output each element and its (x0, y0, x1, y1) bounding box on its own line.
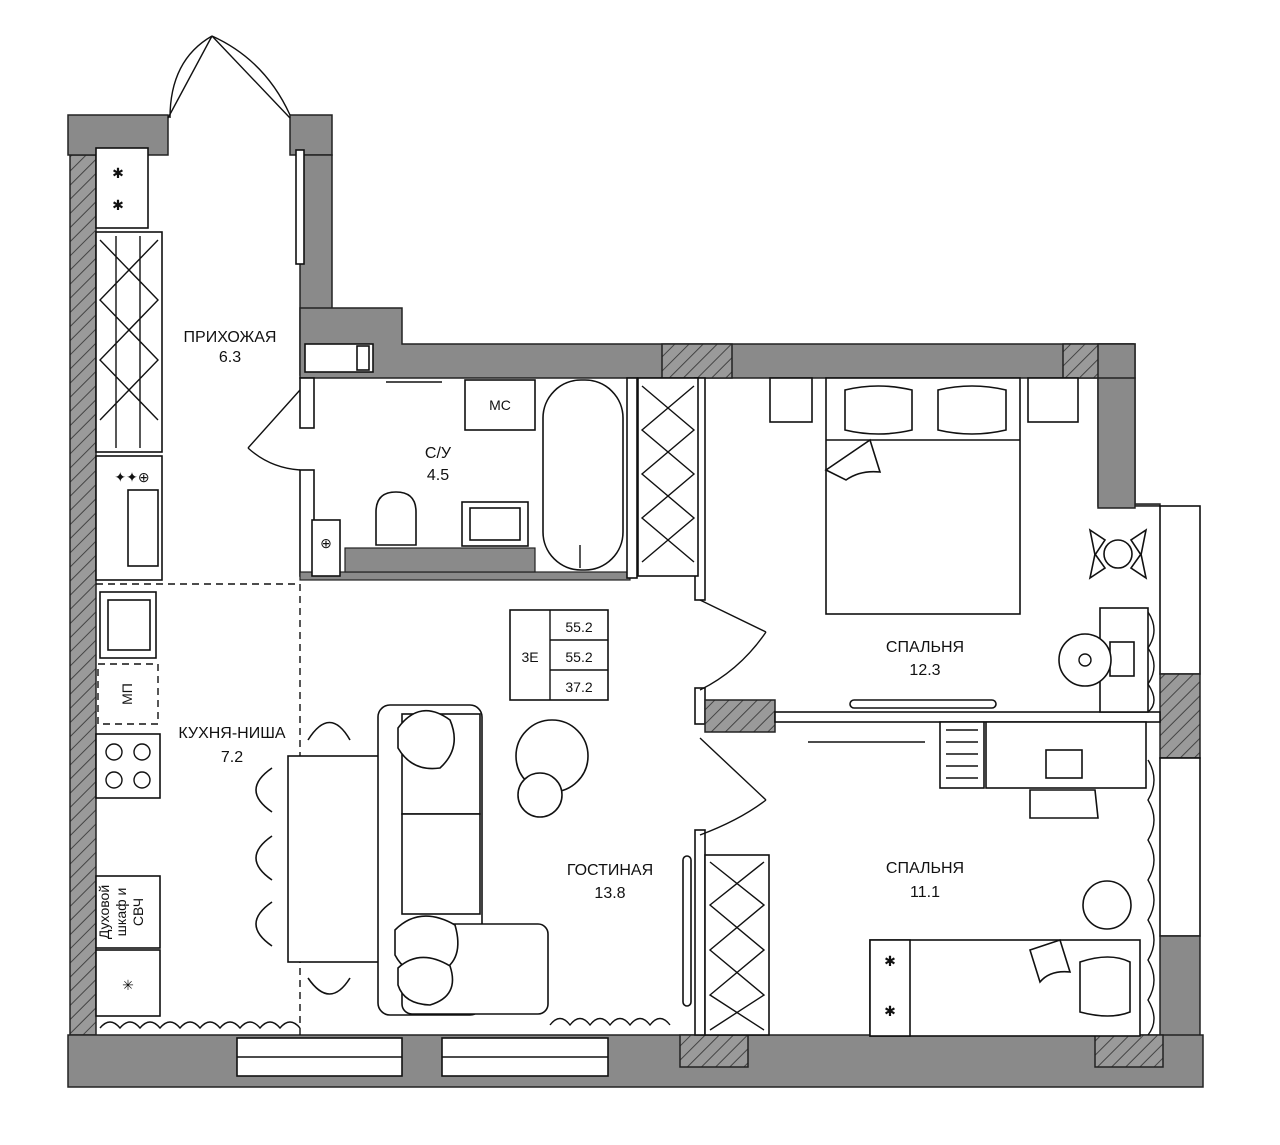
bathroom-area: 4.5 (427, 467, 449, 484)
outer-walls (67, 114, 1204, 1088)
apartment-type: 3Е (521, 649, 538, 665)
plant-icon (1088, 528, 1148, 580)
interior-doors (247, 389, 767, 836)
svg-text:✳: ✳ (122, 977, 134, 993)
svg-text:✱: ✱ (884, 1003, 896, 1019)
bathroom-name: С/У (425, 445, 452, 462)
svg-text:✱: ✱ (112, 197, 124, 213)
hallway-name: ПРИХОЖАЯ (184, 329, 277, 346)
living-name: ГОСТИНАЯ (567, 862, 653, 879)
svg-text:⊕: ⊕ (320, 535, 332, 551)
living-area: 13.8 (594, 885, 625, 902)
living-furniture (99, 704, 692, 1030)
svg-text:Духовой: Духовой (96, 885, 112, 939)
hallway-furniture: ✱ ✱ ✦✦⊕ (95, 147, 374, 581)
room-labels: ПРИХОЖАЯ 6.3 С/У 4.5 КУХНЯ-НИША 7.2 ГОСТ… (178, 329, 964, 902)
svg-text:✦✦⊕: ✦✦⊕ (114, 469, 149, 485)
dishwasher-label: МП (119, 683, 135, 705)
summary-box: 3Е 55.2 55.2 37.2 (509, 609, 609, 701)
area-with-balcony: 55.2 (565, 649, 592, 665)
oven-label: Духовой шкаф и СВЧ (96, 885, 146, 939)
bathroom-fixtures: МС ⊕ (311, 379, 624, 577)
kitchen-name: КУХНЯ-НИША (178, 725, 285, 742)
entrance-door (167, 35, 291, 119)
bedroom2-name: СПАЛЬНЯ (886, 860, 964, 877)
kitchen-area: 7.2 (221, 749, 243, 766)
bedroom1-furniture (637, 377, 1155, 713)
svg-text:СВЧ: СВЧ (130, 898, 146, 926)
bedroom1-area: 12.3 (909, 662, 940, 679)
washing-machine-label: МС (489, 397, 511, 413)
kitchen-fixtures: МП Духовой шкаф и СВЧ ✳ (95, 591, 381, 1017)
svg-text:✱: ✱ (112, 165, 124, 181)
interior-walls (96, 377, 1161, 1036)
total-area: 55.2 (565, 619, 592, 635)
bedroom2-furniture: ✱ ✱ (704, 721, 1155, 1037)
svg-text:✱: ✱ (884, 953, 896, 969)
washing-machine (464, 379, 536, 431)
bedroom1-name: СПАЛЬНЯ (886, 639, 964, 656)
living-area: 37.2 (565, 679, 592, 695)
svg-text:шкаф и: шкаф и (113, 888, 129, 937)
bedroom2-area: 11.1 (910, 884, 940, 901)
hallway-area: 6.3 (219, 349, 241, 366)
